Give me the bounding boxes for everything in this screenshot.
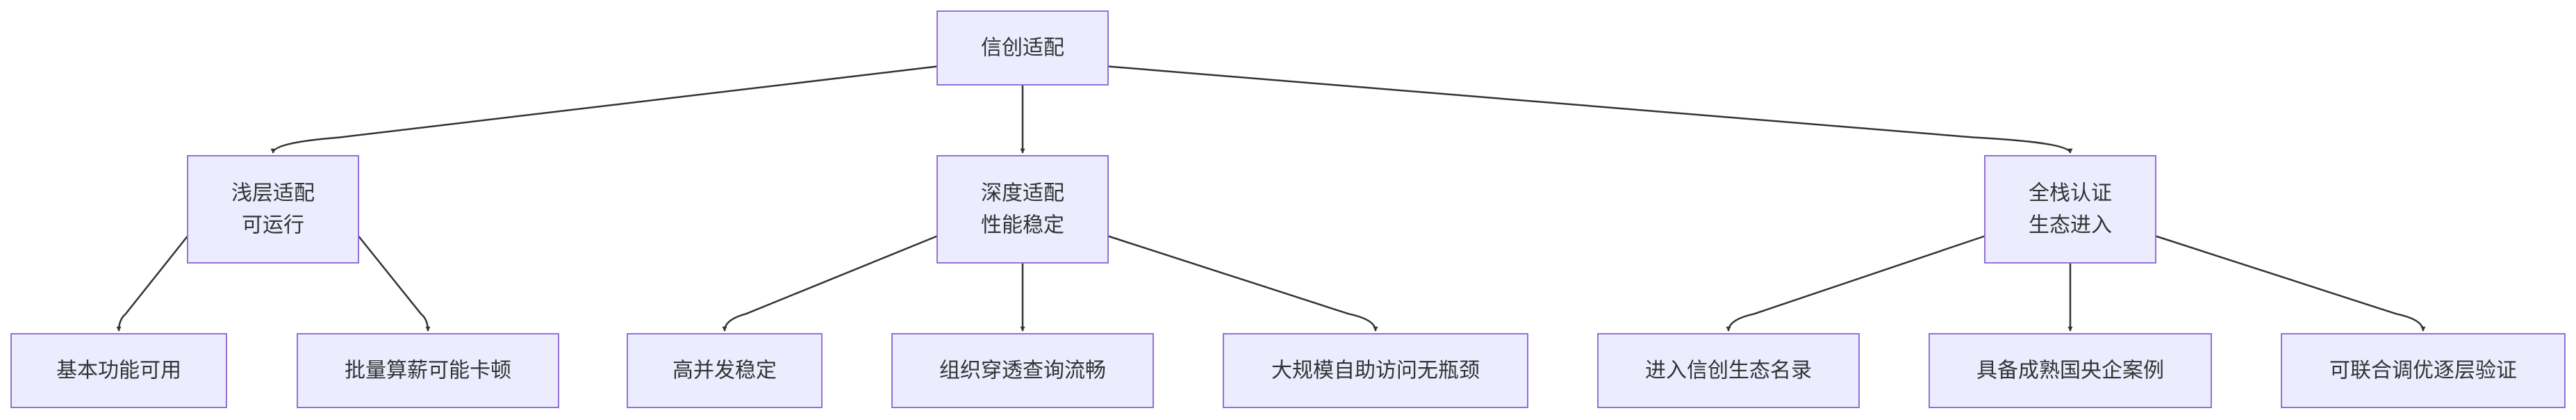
node-label: 信创适配	[981, 36, 1064, 60]
edge-root-to-shallow	[270, 65, 938, 154]
edge-shallow-to-shallow_1	[116, 235, 188, 332]
edge-deep-to-deep_1	[722, 235, 938, 332]
node-root: 信创适配	[936, 10, 1109, 86]
node-box	[1597, 333, 1860, 408]
node-label: 基本功能可用	[56, 359, 181, 383]
edge-deep-to-deep_3	[1107, 235, 1378, 332]
node-label: 批量算薪可能卡顿	[345, 359, 511, 383]
node-full-2: 具备成熟国央企案例	[1929, 333, 2212, 408]
node-shallow-1: 基本功能可用	[10, 333, 227, 408]
node-label: 可运行	[242, 213, 304, 238]
node-label: 进入信创生态名录	[1645, 359, 1812, 383]
node-label: 生态进入	[2029, 213, 2112, 238]
edges-layer	[116, 65, 2426, 332]
node-label: 深度适配	[981, 181, 1064, 206]
node-shallow-2: 批量算薪可能卡顿	[297, 333, 559, 408]
node-box	[891, 333, 1154, 408]
node-box	[936, 155, 1109, 264]
node-box	[10, 333, 227, 408]
edge-root-to-full	[1107, 65, 2073, 154]
node-label: 具备成熟国央企案例	[1976, 359, 2164, 383]
node-label: 高并发稳定	[672, 359, 777, 383]
node-label: 浅层适配	[231, 181, 315, 206]
node-box	[1223, 333, 1528, 408]
node-box	[2281, 333, 2566, 408]
node-box	[1984, 155, 2156, 264]
node-label: 可联合调优逐层验证	[2329, 359, 2517, 383]
node-deep-3: 大规模自助访问无瓶颈	[1223, 333, 1528, 408]
edge-shallow-to-shallow_2	[358, 235, 431, 332]
node-label: 性能稳定	[981, 213, 1064, 238]
node-label: 大规模自助访问无瓶颈	[1271, 359, 1480, 383]
node-full-1: 进入信创生态名录	[1597, 333, 1860, 408]
node-label: 组织穿透查询流畅	[939, 359, 1106, 383]
edge-full-to-full_3	[2155, 235, 2426, 332]
node-box	[187, 155, 359, 264]
node-box	[936, 10, 1109, 86]
node-box	[297, 333, 559, 408]
node-box	[1929, 333, 2212, 408]
node-deep-2: 组织穿透查询流畅	[891, 333, 1154, 408]
node-label: 全栈认证	[2029, 181, 2112, 206]
node-box	[627, 333, 823, 408]
edge-full-to-full_1	[1726, 235, 1985, 332]
node-full-3: 可联合调优逐层验证	[2281, 333, 2566, 408]
node-deep-1: 高并发稳定	[627, 333, 823, 408]
